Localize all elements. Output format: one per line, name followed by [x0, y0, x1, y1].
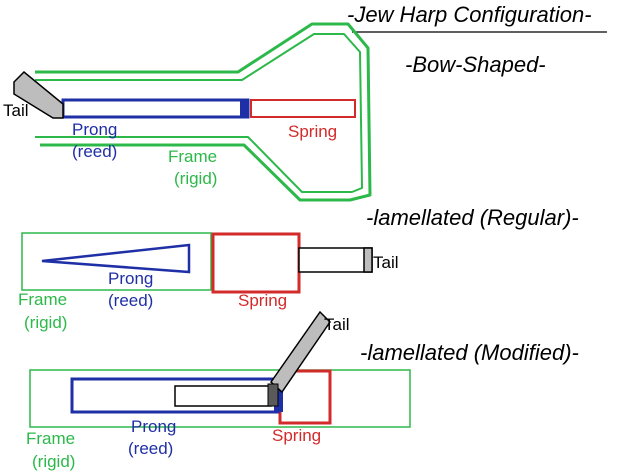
bow-prong-edge: [240, 100, 248, 117]
bow-spring: [250, 99, 356, 118]
bow-frame-inner: [35, 33, 363, 193]
modified-group: -lamellated (Modified)- Tail Prong (reed…: [26, 310, 579, 471]
regular-tail-label: Tail: [373, 253, 399, 272]
regular-frame-sublabel: (rigid): [24, 313, 67, 332]
bow-frame-label: Frame: [168, 147, 217, 166]
bow-prong-sublabel: (reed): [72, 142, 117, 161]
bow-shaped-heading: -Bow-Shaped-: [405, 52, 546, 77]
regular-spring: [211, 232, 301, 294]
modified-frame: [29, 369, 411, 428]
bow-tail: [13, 70, 64, 119]
regular-tail-end: [363, 247, 373, 273]
diagram-title: -Jew Harp Configuration-: [347, 2, 592, 27]
regular-frame-label: Frame: [18, 290, 67, 309]
regular-spring-label: Spring: [238, 291, 287, 310]
bow-tail-label: Tail: [3, 101, 29, 120]
bow-prong-label: Prong: [72, 120, 117, 139]
regular-heading: -lamellated (Regular)-: [366, 205, 579, 230]
regular-prong: [41, 243, 191, 274]
modified-prong-label: Prong: [131, 417, 176, 436]
regular-group: -lamellated (Regular)- Tail Prong (reed)…: [18, 205, 579, 332]
modified-frame-label: Frame: [26, 429, 75, 448]
bow-spring-label: Spring: [288, 122, 337, 141]
bow-frame-sublabel: (rigid): [174, 169, 217, 188]
regular-prong-label: Prong: [108, 269, 153, 288]
modified-frame-sublabel: (rigid): [32, 452, 75, 471]
bow-prong: [61, 98, 250, 119]
bow-frame-outline: [35, 22, 372, 202]
modified-prong-sublabel: (reed): [128, 439, 173, 458]
modified-tail-base: [174, 385, 272, 407]
modified-heading: -lamellated (Modified)-: [360, 340, 579, 365]
bow-shaped-group: -Bow-Shaped- Tail Prong (reed) Spring Fr…: [3, 22, 546, 202]
regular-frame: [21, 232, 212, 291]
modified-spring-label: Spring: [272, 426, 321, 445]
modified-tail-label: Tail: [324, 315, 350, 334]
modified-tail-foot: [267, 383, 279, 407]
regular-tail: [298, 247, 373, 273]
regular-prong-sublabel: (reed): [108, 291, 153, 310]
